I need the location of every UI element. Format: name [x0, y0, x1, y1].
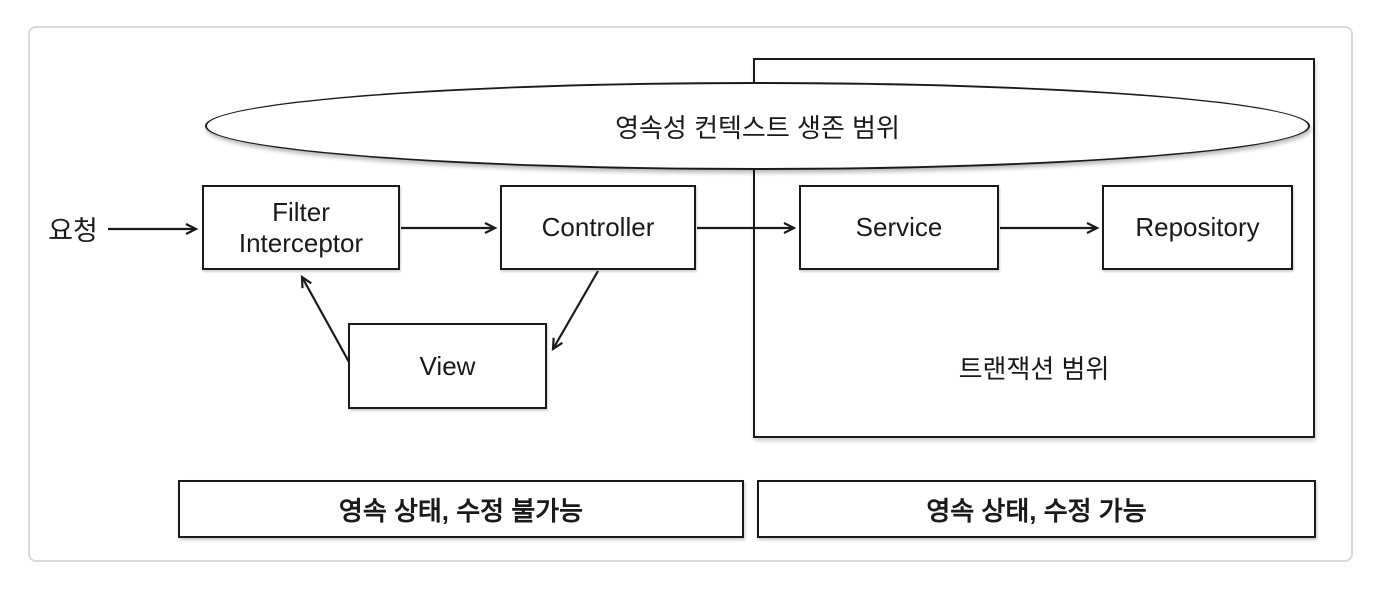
filter-label-line2: Interceptor [238, 227, 364, 258]
service-label: Service [855, 212, 943, 242]
view-label: View [419, 350, 476, 381]
request-label: 요청 [48, 215, 98, 246]
persistence-context-scope-ellipse: 영속성 컨텍스트 생존 범위 [205, 82, 1310, 170]
legend-right-label: 영속 상태, 수정 가능 [926, 495, 1147, 526]
controller-label: Controller [541, 212, 655, 242]
node-service: Service [799, 185, 999, 270]
repository-label: Repository [1135, 212, 1260, 242]
legend-left-label: 영속 상태, 수정 불가능 [338, 495, 584, 526]
transaction-scope-label: 트랜잭션 범위 [958, 354, 1110, 384]
persistence-context-scope-label: 영속성 컨텍스트 생존 범위 [615, 112, 900, 143]
legend-detached-state-box: 영속 상태, 수정 불가능 [178, 480, 744, 538]
filter-label-line1: Filter [272, 196, 330, 227]
node-controller: Controller [500, 185, 696, 270]
node-repository: Repository [1102, 185, 1293, 270]
legend-persistent-state-box: 영속 상태, 수정 가능 [757, 480, 1316, 538]
node-filter-interceptor: Filter Interceptor [202, 185, 400, 270]
node-view: View [348, 323, 547, 409]
